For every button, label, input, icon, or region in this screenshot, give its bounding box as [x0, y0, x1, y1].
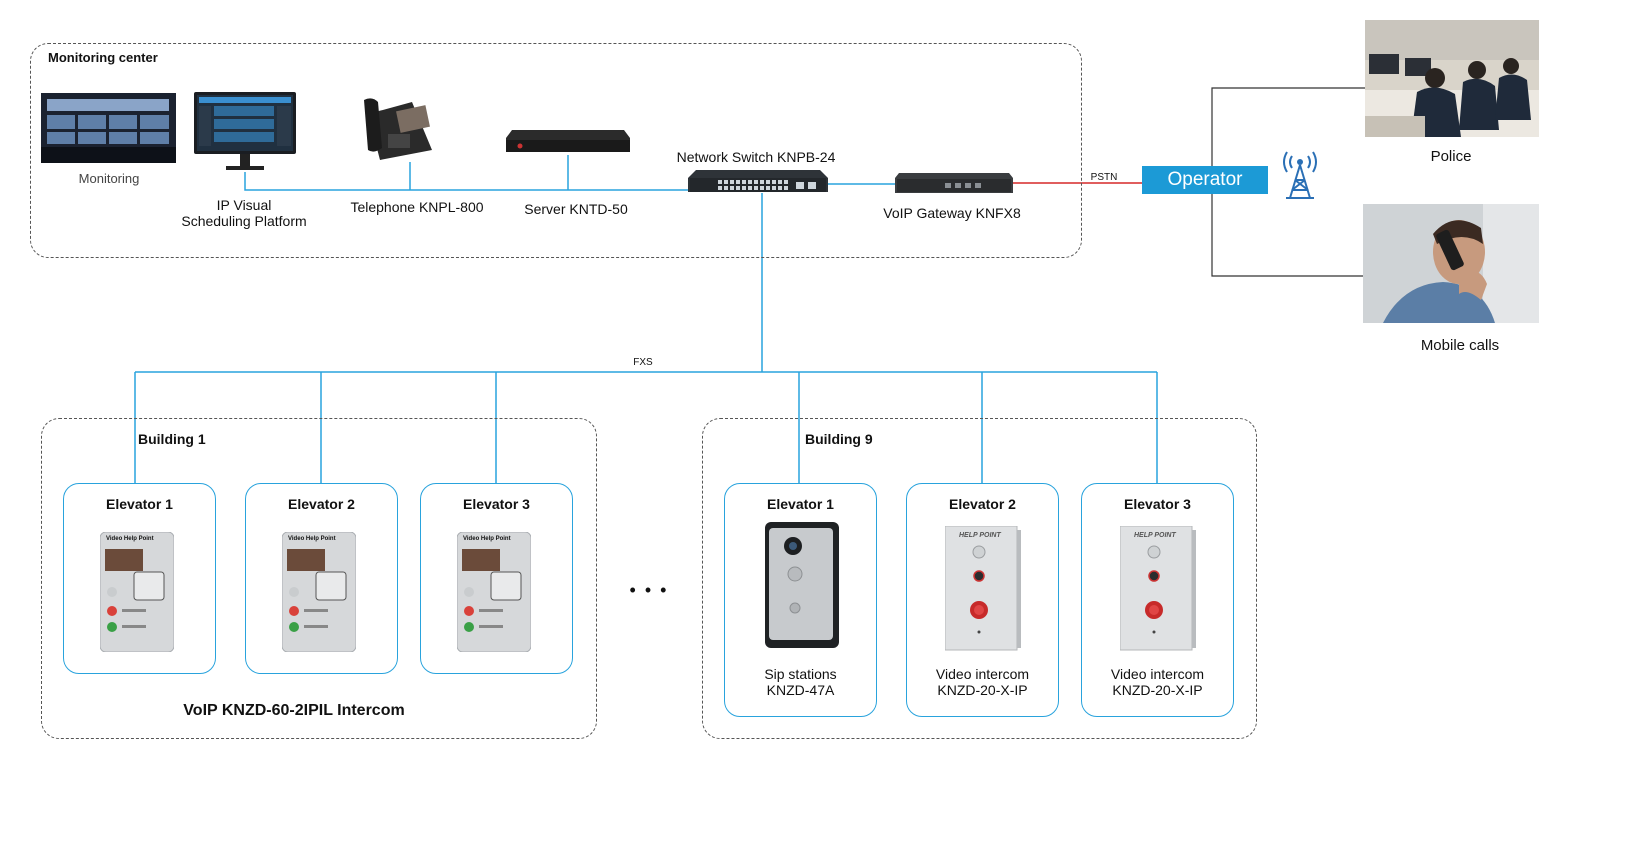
monitoring-wall-image [41, 93, 176, 163]
fxs-label: FXS [633, 357, 653, 368]
mobile-calls-label: Mobile calls [1420, 337, 1500, 354]
building-9-elevator-3: Elevator 3 HELP POINT Video intercom KNZ… [1081, 483, 1234, 717]
video-help-point-panel: Video Help Point [281, 531, 357, 653]
server-label: Server KNTD-50 [524, 201, 628, 217]
building-1-title: Building 1 [138, 431, 206, 447]
elevator-device-line1: Video intercom [1110, 666, 1205, 682]
panel-heading: Video Help Point [106, 536, 154, 542]
network-switch [688, 170, 828, 194]
building-9-elevator-1: Elevator 1 Sip stations KNZD-47A [724, 483, 877, 717]
sip-station-panel [763, 522, 839, 648]
elevator-title: Elevator 2 [288, 496, 355, 512]
elevator-title: Elevator 3 [463, 496, 530, 512]
building-1-group [41, 418, 597, 739]
elevator-device-line2: KNZD-47A [766, 682, 835, 698]
monitoring-center-title: Monitoring center [48, 50, 158, 65]
elevator-title: Elevator 3 [1124, 496, 1191, 512]
switch-label: Network Switch KNPB-24 [676, 149, 836, 165]
police-photo [1365, 20, 1539, 137]
ip-telephone [360, 94, 436, 164]
help-point-panel: HELP POINT [944, 525, 1021, 652]
help-point-panel: HELP POINT [1119, 525, 1196, 652]
building-9-elevator-2: Elevator 2 HELP POINT Video intercom KNZ… [906, 483, 1059, 717]
building-9-title: Building 9 [805, 431, 873, 447]
mobile-caller-photo [1363, 204, 1539, 323]
signal-tower-icon [1280, 148, 1320, 200]
elevator-device-line1: Video intercom [935, 666, 1030, 682]
panel-heading: HELP POINT [959, 532, 1001, 539]
elevator-device-line1: Sip stations [764, 666, 837, 682]
elevator-title: Elevator 1 [106, 496, 173, 512]
voip-gateway [895, 173, 1013, 195]
panel-heading: Video Help Point [288, 536, 336, 542]
building-1-footer: VoIP KNZD-60-2IPIL Intercom [183, 702, 405, 719]
scheduling-platform-line1: IP Visual [216, 197, 272, 213]
scheduling-platform-line2: Scheduling Platform [181, 213, 307, 229]
monitoring-label: Monitoring [78, 171, 140, 186]
server-unit [506, 128, 630, 155]
elevator-title: Elevator 2 [949, 496, 1016, 512]
elevator-device-line2: KNZD-20-X-IP [937, 682, 1028, 698]
panel-heading: HELP POINT [1134, 532, 1176, 539]
video-help-point-panel: Video Help Point [456, 531, 532, 653]
monitoring-center-group [30, 43, 1082, 258]
panel-heading: Video Help Point [463, 536, 511, 542]
elevator-device-line2: KNZD-20-X-IP [1112, 682, 1203, 698]
scheduling-platform-label: IP Visual Scheduling Platform [181, 197, 306, 229]
scheduling-platform-monitor [194, 92, 296, 172]
more-buildings-ellipsis: • • • [629, 580, 669, 600]
telephone-label: Telephone KNPL-800 [350, 199, 484, 215]
building-1-elevator-1: Elevator 1 Video Help Point [63, 483, 216, 674]
pstn-label: PSTN [1090, 172, 1118, 183]
building-9-group [702, 418, 1257, 739]
gateway-label: VoIP Gateway KNFX8 [883, 205, 1021, 221]
video-help-point-panel: Video Help Point [99, 531, 175, 653]
building-1-elevator-3: Elevator 3 Video Help Point [420, 483, 573, 674]
operator-box: Operator [1142, 166, 1268, 194]
elevator-title: Elevator 1 [767, 496, 834, 512]
police-label: Police [1430, 148, 1472, 165]
building-1-elevator-2: Elevator 2 Video Help Point [245, 483, 398, 674]
